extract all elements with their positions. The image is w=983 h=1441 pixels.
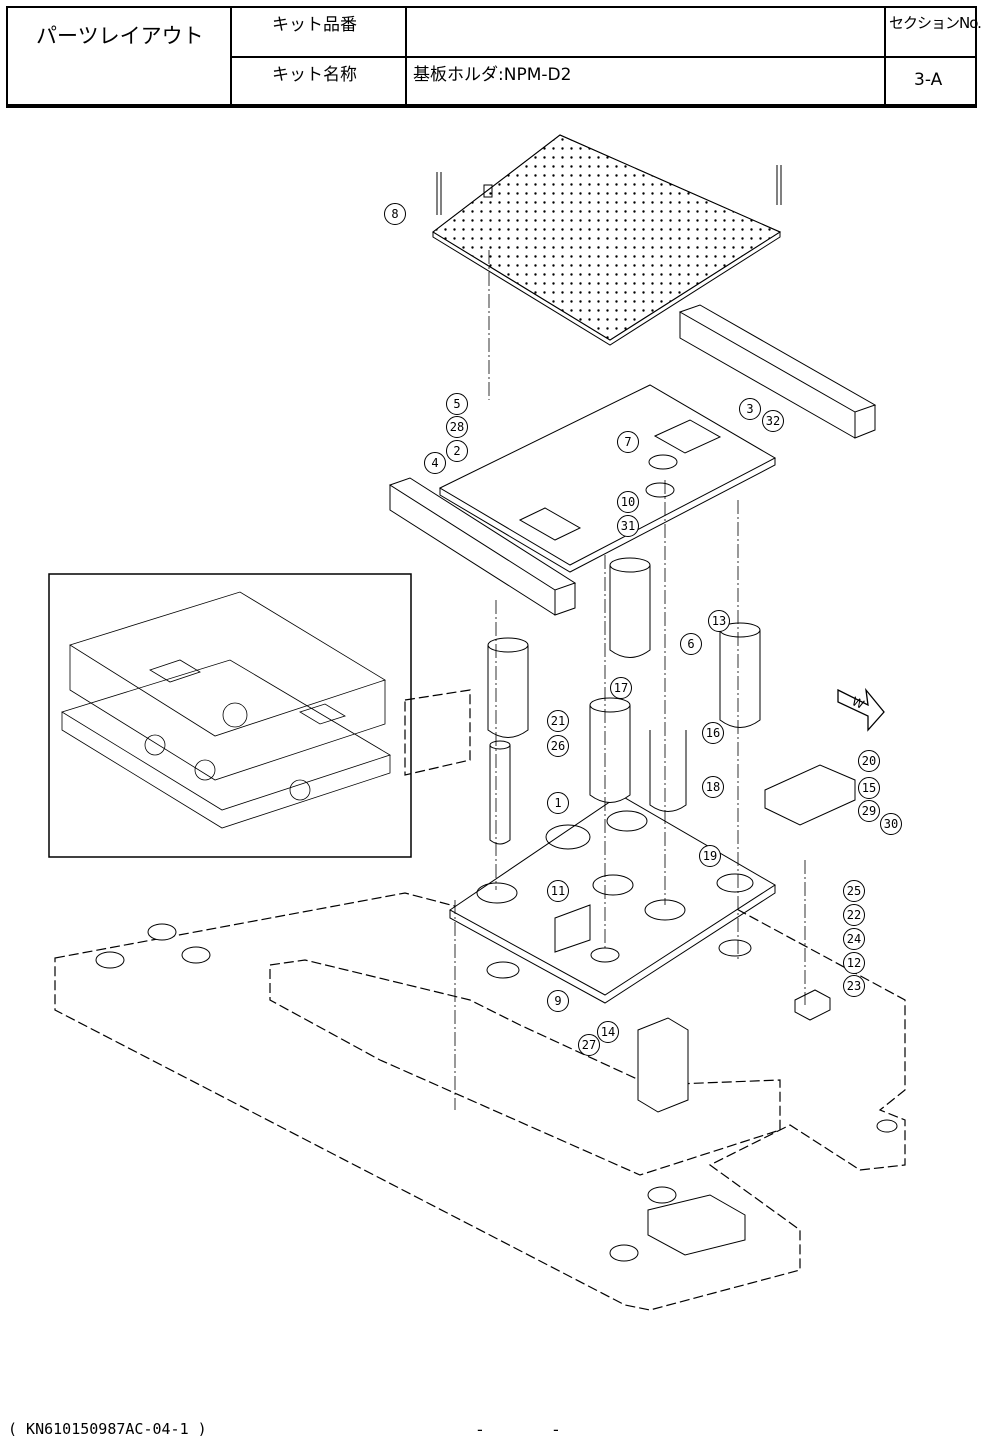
callout-3: 3 [739, 398, 761, 420]
callout-23: 23 [843, 975, 865, 997]
callout-5: 5 [446, 393, 468, 415]
callout-19: 19 [699, 845, 721, 867]
callout-14: 14 [597, 1021, 619, 1043]
callout-20: 20 [858, 750, 880, 772]
callout-4: 4 [424, 452, 446, 474]
upper-plate [440, 385, 775, 572]
callout-17: 17 [610, 677, 632, 699]
callout-18: 18 [702, 776, 724, 798]
callout-12: 12 [843, 952, 865, 974]
callout-11: 11 [547, 880, 569, 902]
callout-1: 1 [547, 792, 569, 814]
callout-9: 9 [547, 990, 569, 1012]
callout-25: 25 [843, 880, 865, 902]
callout-28: 28 [446, 416, 468, 438]
callout-8: 8 [384, 203, 406, 225]
callout-27: 27 [578, 1034, 600, 1056]
document-code: ( KN610150987AC-04-1 ) [8, 1420, 207, 1438]
callout-21: 21 [547, 710, 569, 732]
callout-31: 31 [617, 515, 639, 537]
base-frame-holes [96, 924, 897, 1261]
callout-29: 29 [858, 800, 880, 822]
callout-24: 24 [843, 928, 865, 950]
overview-inset-drawing [62, 592, 390, 828]
top-perforated-plate [433, 135, 780, 345]
callout-22: 22 [843, 904, 865, 926]
page-dash-left: - [477, 1420, 483, 1439]
page-dash-right: - [553, 1420, 559, 1439]
callout-15: 15 [858, 777, 880, 799]
callout-6: 6 [680, 633, 702, 655]
callout-32: 32 [762, 410, 784, 432]
base-frame [55, 690, 905, 1310]
callout-13: 13 [708, 610, 730, 632]
callout-30: 30 [880, 813, 902, 835]
callout-16: 16 [702, 722, 724, 744]
callout-26: 26 [547, 735, 569, 757]
callout-7: 7 [617, 431, 639, 453]
callout-2: 2 [446, 440, 468, 462]
callout-10: 10 [617, 491, 639, 513]
